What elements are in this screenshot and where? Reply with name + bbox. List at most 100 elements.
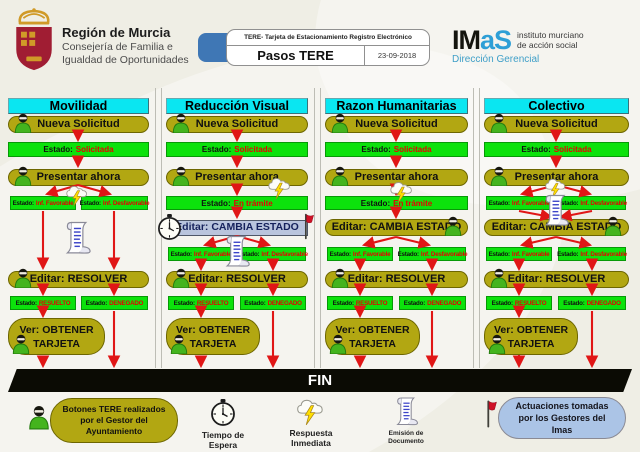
estado-label: Estado: — [563, 299, 585, 307]
button-label: Presentar ahora — [36, 171, 121, 183]
estado-inf-favorable: Estado:Inf. Favorable — [486, 247, 552, 261]
estado-label: Estado: — [244, 299, 266, 307]
estado-label: Estado: — [201, 145, 232, 154]
button-cambia-estado: Editar: CAMBIA ESTADO — [484, 219, 629, 236]
estado-value: En trámite — [393, 198, 433, 208]
estado-label: Estado: — [329, 250, 351, 258]
button-editar-resolver: Editar: RESOLVER — [484, 271, 629, 288]
lightning-cloud-icon — [295, 396, 327, 426]
estado-value: Inf. Favorable — [35, 199, 74, 207]
button-label: Editar: RESOLVER — [507, 273, 606, 285]
scroll-document-icon — [62, 220, 93, 256]
button-label-line1: Ver: OBTENER — [335, 324, 410, 336]
estado-label: Estado: — [15, 299, 37, 307]
imas-logo: IMaS — [452, 25, 512, 55]
button-label-line1: Ver: OBTENER — [175, 324, 251, 336]
button-presentar-ahora: Presentar ahora — [8, 169, 149, 186]
button-obtener-tarjeta: Ver: OBTENER TARJETA — [484, 318, 578, 355]
button-presentar-ahora: Presentar ahora — [325, 169, 468, 186]
red-flag-icon — [480, 398, 498, 430]
region-name: Región de Murcia — [62, 25, 171, 40]
estado-value: DENEGADO — [267, 299, 302, 307]
fin-bar: FIN — [8, 369, 632, 392]
button-label: Editar: RESOLVER — [29, 273, 128, 285]
person-icon — [26, 400, 52, 434]
button-cambia-estado: Editar: CAMBIA ESTADO — [166, 220, 308, 236]
estado-denegado: Estado:DENEGADO — [240, 296, 306, 310]
estado-label: Estado: — [201, 198, 231, 208]
estado-resuelto: Estado:RESUELTO — [168, 296, 234, 310]
estado-solicitada: Estado:Solicitada — [8, 142, 149, 157]
estado-label: Estado: — [557, 250, 579, 258]
button-label: Presentar ahora — [195, 171, 279, 183]
estado-solicitada: Estado:Solicitada — [166, 142, 308, 157]
estado-value: Solicitada — [553, 145, 592, 154]
estado-inf-favorable: Estado:Inf. Favorable — [10, 196, 76, 210]
imas-logo-block: IMaS instituto murciano de acción social… — [452, 25, 584, 66]
estado-resuelto: Estado:RESUELTO — [10, 296, 76, 310]
column-separator — [314, 88, 315, 368]
button-label-line2: TARJETA — [33, 338, 80, 350]
imas-logo-im: IM — [452, 25, 481, 55]
estado-value: Solicitada — [393, 145, 432, 154]
estado-value: DENEGADO — [109, 299, 144, 307]
estado-value: Inf. Desfavorable — [102, 199, 150, 207]
estado-denegado: Estado:DENEGADO — [81, 296, 148, 310]
button-label-line2: TARJETA — [507, 338, 555, 350]
button-label: Editar: RESOLVER — [188, 273, 286, 285]
button-label-line2: TARJETA — [349, 338, 396, 350]
button-editar-resolver: Editar: RESOLVER — [166, 271, 308, 288]
estado-label: Estado: — [170, 250, 192, 258]
button-label: Editar: CAMBIA ESTADO — [491, 221, 622, 233]
button-label: Nueva Solicitud — [355, 118, 438, 130]
page-title: Pasos TERE — [257, 48, 334, 63]
button-editar-resolver: Editar: RESOLVER — [8, 271, 149, 288]
estado-inf-favorable: Estado:Inf. Favorable — [486, 196, 552, 210]
button-label-line1: Ver: OBTENER — [493, 324, 569, 336]
estado-en-tramite: Estado:En trámite — [166, 196, 308, 210]
button-cambia-estado: Editar: CAMBIA ESTADO — [325, 219, 468, 236]
estado-label: Estado: — [43, 145, 73, 154]
region-dept-line2: Igualdad de Oportunidades — [62, 54, 189, 66]
region-department: Consejería de Familia e Igualdad de Opor… — [62, 41, 189, 67]
button-nueva-solicitud: Nueva Solicitud — [166, 116, 308, 133]
imas-logo-as: aS — [480, 25, 512, 55]
estado-value: RESUELTO — [355, 299, 388, 307]
estado-label: Estado: — [488, 199, 510, 207]
column-title-razon-humanitarias: Razon Humanitarias — [325, 98, 468, 114]
button-label: Nueva Solicitud — [515, 118, 598, 130]
estado-label: Estado: — [79, 199, 101, 207]
column-separator — [155, 88, 156, 368]
estado-label: Estado: — [238, 250, 260, 258]
column-title-colectivo: Colectivo — [484, 98, 629, 114]
estado-value: Inf. Favorable — [352, 250, 391, 258]
estado-inf-favorable: Estado:Inf. Favorable — [327, 247, 393, 261]
fin-label: FIN — [307, 372, 333, 389]
estado-inf-desfavorable: Estado:Inf. Desfavorable — [557, 247, 627, 261]
button-label: Nueva Solicitud — [195, 118, 279, 130]
estado-inf-desfavorable: Estado:Inf. Desfavorable — [557, 196, 627, 210]
button-presentar-ahora: Presentar ahora — [166, 169, 308, 186]
estado-label: Estado: — [12, 199, 34, 207]
legend-tiempo-espera: Tiempo de Espera — [201, 430, 245, 450]
estado-inf-desfavorable: Estado:Inf. Desfavorable — [79, 196, 150, 210]
estado-inf-desfavorable: Estado:Inf. Desfavorable — [238, 247, 308, 261]
estado-value: DENEGADO — [427, 299, 462, 307]
estado-value: DENEGADO — [586, 299, 621, 307]
button-label: Presentar ahora — [514, 171, 599, 183]
estado-value: Solicitada — [234, 145, 273, 154]
button-label: Editar: RESOLVER — [347, 273, 446, 285]
button-label: Editar: CAMBIA ESTADO — [175, 221, 299, 233]
region-dept-line1: Consejería de Familia e — [62, 41, 173, 53]
button-label: Presentar ahora — [354, 171, 439, 183]
estado-label: Estado: — [488, 250, 510, 258]
column-title-movilidad: Movilidad — [8, 98, 149, 114]
estado-value: RESUELTO — [514, 299, 547, 307]
imas-direccion: Dirección Gerencial — [452, 54, 540, 65]
estado-label: Estado: — [85, 299, 108, 307]
button-presentar-ahora: Presentar ahora — [484, 169, 629, 186]
murcia-shield-logo — [8, 6, 60, 74]
estado-value: Inf. Favorable — [193, 250, 232, 258]
estado-value: Inf. Desfavorable — [261, 250, 308, 258]
title-box: TERE- Tarjeta de Estacionamiento Registr… — [226, 29, 430, 66]
